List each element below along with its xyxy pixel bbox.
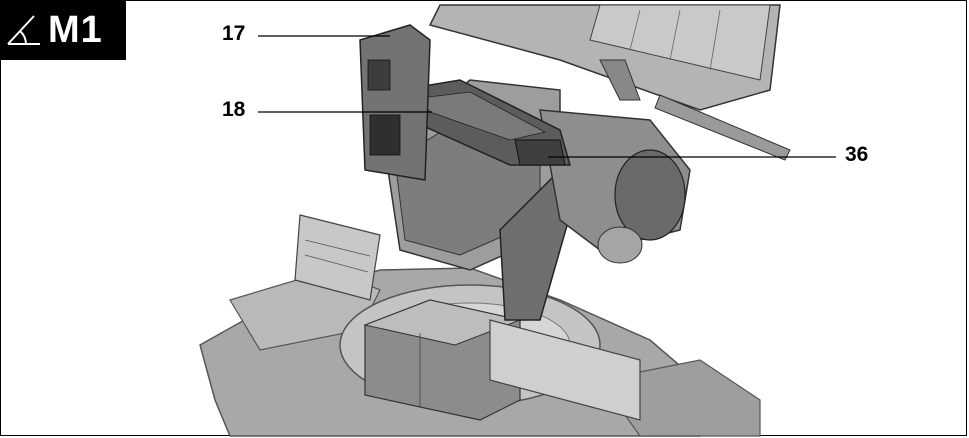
figure-label: M1 xyxy=(48,8,103,51)
handle-18 xyxy=(399,79,571,166)
left-fence xyxy=(294,214,381,301)
upper-table xyxy=(428,4,791,161)
callout-17: 17 xyxy=(222,22,246,45)
wood-workpiece xyxy=(363,299,522,421)
callout-18: 18 xyxy=(222,98,246,121)
side-box-17 xyxy=(359,24,431,181)
motor-housing xyxy=(539,109,691,264)
angle-icon xyxy=(0,0,48,60)
callout-36: 36 xyxy=(845,143,869,166)
figure-badge: M1 xyxy=(0,0,126,60)
right-fence xyxy=(489,319,641,421)
